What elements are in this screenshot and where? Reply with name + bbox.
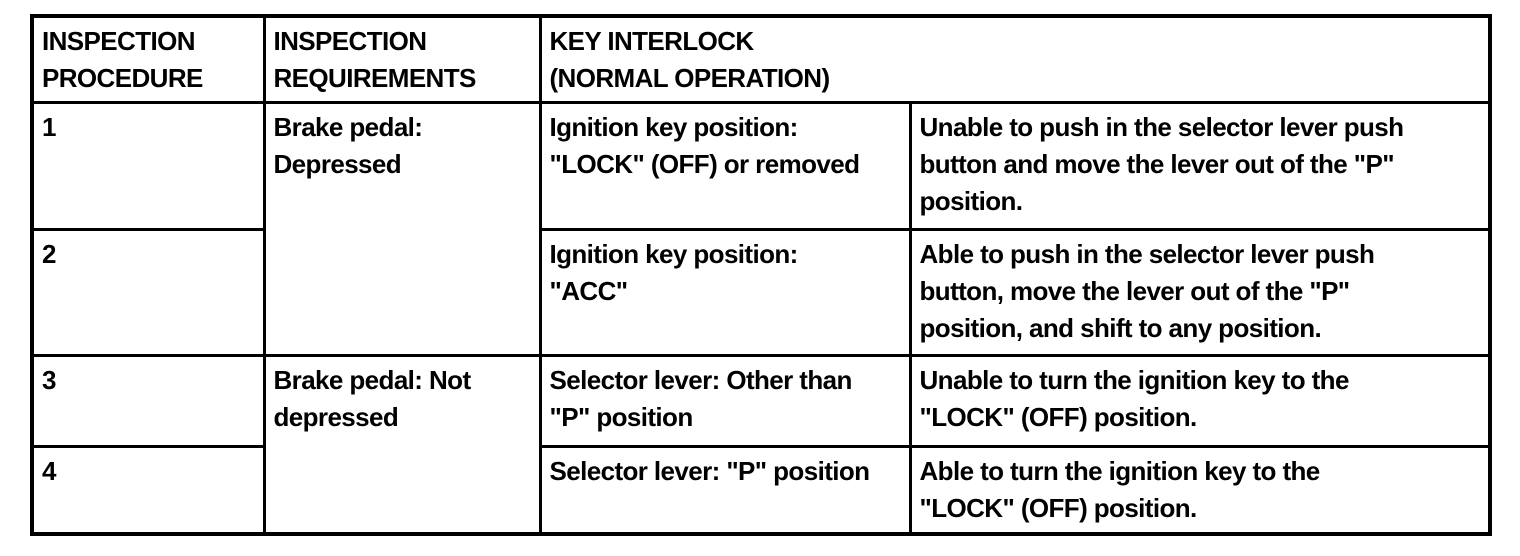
table-header-row: INSPECTION PROCEDURE INSPECTION REQUIREM… bbox=[30, 14, 1492, 104]
condition-cell: Ignition key position: "LOCK" (OFF) or r… bbox=[538, 101, 912, 231]
result-cell: Unable to turn the ignition key to the "… bbox=[908, 354, 1492, 448]
condition-cell: Ignition key position: "ACC" bbox=[538, 228, 912, 357]
table-row-3: 3 Brake pedal: Not depressed Selector le… bbox=[30, 354, 1492, 535]
table-row-2: 2 Ignition key position: "ACC" Able to p… bbox=[30, 228, 1492, 357]
requirement-cell-brake-not-depressed: Brake pedal: Not depressed bbox=[262, 354, 542, 535]
result-cell: Able to turn the ignition key to the "LO… bbox=[908, 445, 1492, 535]
procedure-number-cell: 3 bbox=[30, 354, 266, 448]
result-cell: Able to push in the selector lever push … bbox=[908, 228, 1492, 357]
result-cell: Unable to push in the selector lever pus… bbox=[908, 101, 1492, 231]
key-interlock-inspection-table: INSPECTION PROCEDURE INSPECTION REQUIREM… bbox=[30, 14, 1492, 536]
procedure-number-cell: 1 bbox=[30, 101, 266, 231]
header-inspection-procedure: INSPECTION PROCEDURE bbox=[30, 14, 266, 104]
procedure-number-cell: 4 bbox=[30, 445, 266, 535]
header-inspection-requirements: INSPECTION REQUIREMENTS bbox=[262, 14, 542, 104]
condition-cell: Selector lever: "P" position bbox=[538, 445, 912, 535]
procedure-number-cell: 2 bbox=[30, 228, 266, 357]
requirement-cell-brake-depressed: Brake pedal: Depressed bbox=[262, 101, 542, 357]
table-row-1: 1 Brake pedal: Depressed Ignition key po… bbox=[30, 101, 1492, 357]
table-row-4: 4 Selector lever: "P" position Able to t… bbox=[30, 445, 1492, 535]
header-key-interlock-normal-operation: KEY INTERLOCK (NORMAL OPERATION) bbox=[538, 14, 1492, 104]
condition-cell: Selector lever: Other than "P" position bbox=[538, 354, 912, 448]
